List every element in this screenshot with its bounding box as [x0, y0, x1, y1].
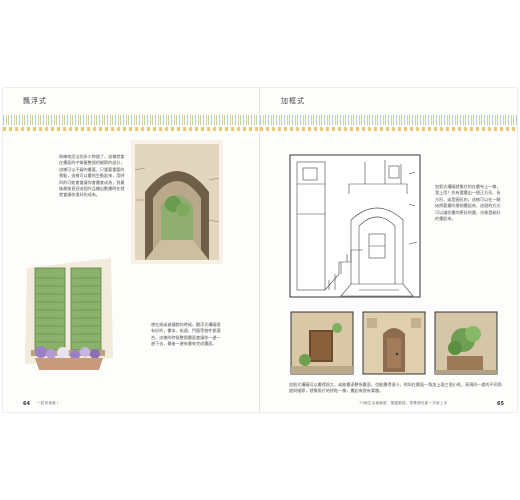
plant-frame-thumbnail-3 — [433, 310, 499, 376]
right-section-title: 加框式 — [281, 97, 305, 105]
page-gutter — [259, 88, 260, 412]
right-page-number: 65 — [497, 401, 504, 407]
right-stripe-decoration — [260, 115, 517, 125]
window-frame-thumbnail-1 — [289, 310, 355, 376]
book-spread: 飄浮式 熟練地訊法則多少時間了，這樣就會在畫面的中掌握整個的細節的部分，這樣可以… — [3, 88, 517, 412]
shutter-window-painting — [21, 238, 117, 376]
right-running-title: 73個生活畫練習，電腦素描，零基礎也能一次就上手 — [359, 401, 448, 405]
left-running-title: 一起來畫畫 I — [37, 401, 59, 405]
right-paragraph-2: 加框式構圖可以畫得很大，或能畫滿整張畫面，也能畫得很小，例如在畫面一角加上兩三個… — [289, 382, 502, 394]
archway-painting — [131, 140, 223, 264]
left-page-number: 64 — [23, 401, 30, 407]
left-paragraph-1: 熟練地訊法則多少時間了，這樣就會在畫面的中掌握整個的細節的部分，這樣可以不厭的畫… — [59, 154, 125, 198]
left-stripe-decoration — [3, 115, 259, 125]
door-frame-thumbnail-2 — [361, 310, 427, 376]
stairway-sketch — [289, 154, 421, 298]
left-section-title: 飄浮式 — [23, 97, 47, 105]
left-dashed-decoration — [3, 127, 259, 131]
right-paragraph-1: 加框式構圖就像在的在畫布上一樣，我上用！先有選畫出一個正方形、長方形、或是圓形的… — [435, 184, 501, 222]
right-dashed-decoration — [260, 127, 517, 131]
left-paragraph-2: 想在過或者鐘都的時候，飄浮式構圖很有好的，書本、街道、門窗等物件都適合，這樣的時… — [151, 322, 221, 347]
